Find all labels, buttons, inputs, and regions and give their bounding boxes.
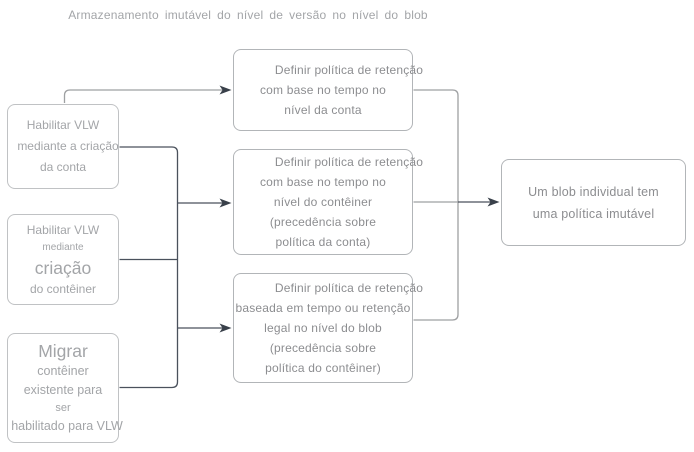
text-line: (precedência sobre <box>269 341 377 355</box>
diagram-title: Armazenamento imutável do nível de versã… <box>68 8 428 22</box>
text-line: ser <box>55 402 71 414</box>
text-line: Definir política de retenção <box>274 155 424 169</box>
arrowhead-m1-icon <box>219 85 232 95</box>
text-line: mediante a criação <box>17 139 119 153</box>
text-line: nível da conta <box>284 103 362 117</box>
text-line: nível do contêiner <box>273 195 373 209</box>
text-line: Habilitar VLW <box>26 222 100 237</box>
text-line: habilitado para VLW <box>11 419 123 433</box>
node-retention-container-level: Definir política de retenção com base no… <box>233 149 423 255</box>
node-blob-immutable-policy: Um blob individual tem uma política imut… <box>501 159 686 246</box>
text-line: política da conta) <box>275 235 371 249</box>
arrowhead-r1-icon <box>487 197 500 207</box>
edge-right-bus <box>413 89 459 321</box>
text-line: Um blob individual tem <box>528 184 659 199</box>
text-line: da conta <box>39 160 87 174</box>
text-line: baseada em tempo ou retenção <box>235 301 411 315</box>
text-line: Definir política de retenção <box>274 63 424 77</box>
text-line: (precedência sobre <box>269 215 377 229</box>
node-migrate-container: Migrar contêiner existente para ser habi… <box>7 333 123 443</box>
text-line: legal no nível do blob <box>264 321 382 335</box>
edge-l1-to-m1 <box>63 89 223 103</box>
text-line: contêiner <box>37 364 89 378</box>
arrowhead-m2-icon <box>219 198 232 208</box>
text-line: existente para <box>23 383 103 397</box>
text-line: com base no tempo no <box>259 83 387 97</box>
text-line: uma política imutável <box>532 206 655 221</box>
text-line: criação <box>34 257 92 278</box>
node-retention-blob-level: Definir política de retenção baseada em … <box>233 273 423 383</box>
arrowhead-m3-icon <box>219 323 232 333</box>
text-line: do contêiner <box>29 281 97 296</box>
text-line: Migrar <box>38 341 88 361</box>
edge-left-bus <box>119 146 179 389</box>
text-line: com base no tempo no <box>259 175 387 189</box>
text-line: Definir política de retenção <box>274 281 424 295</box>
node-enable-vlw-container: Habilitar VLW mediante criação do contêi… <box>7 214 119 305</box>
node-retention-account-level: Definir política de retenção com base no… <box>233 49 423 131</box>
text-line: política do contêiner) <box>265 361 381 375</box>
text-line: mediante <box>42 241 84 253</box>
node-enable-vlw-account: Habilitar VLW mediante a criação da cont… <box>7 104 119 189</box>
text-line: Habilitar VLW <box>26 118 100 132</box>
